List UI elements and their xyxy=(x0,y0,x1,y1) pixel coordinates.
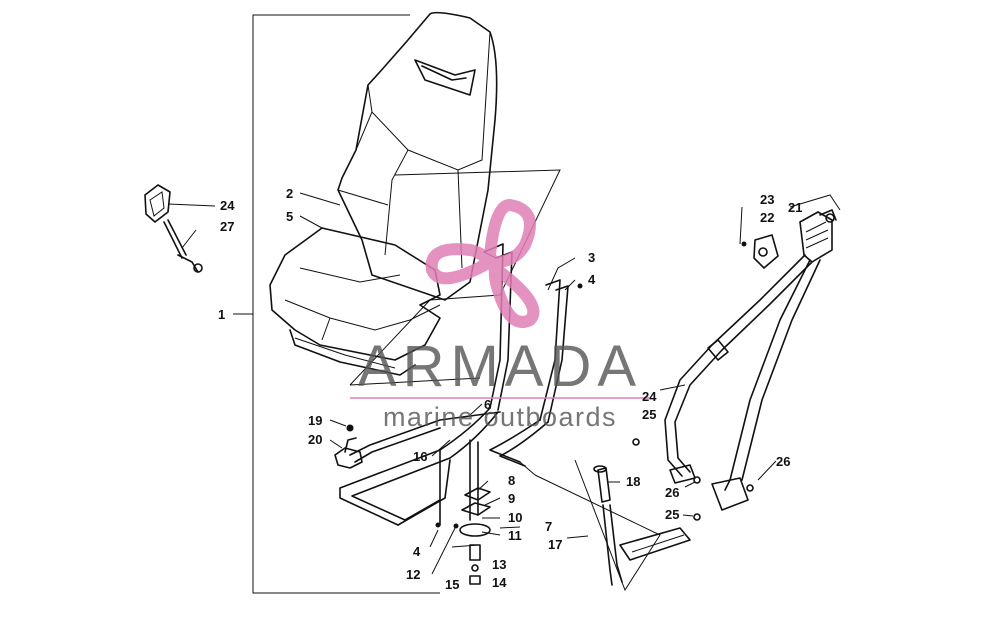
part-label: 4 xyxy=(413,544,421,559)
part-label: 26 xyxy=(776,454,790,469)
part-label: 22 xyxy=(760,210,774,225)
seat-backrest xyxy=(337,11,498,301)
foot-rest xyxy=(519,459,691,592)
part-label: 20 xyxy=(308,432,322,447)
part-label: 24 xyxy=(220,198,235,213)
part-label: 19 xyxy=(308,413,322,428)
part-label: 27 xyxy=(220,219,234,234)
part-label: 1 xyxy=(218,307,225,322)
part-label: 23 xyxy=(760,192,774,207)
bracket-19-20 xyxy=(329,419,363,469)
part-label: 21 xyxy=(788,200,802,215)
watermark-tagline: marine outboards xyxy=(383,402,617,432)
part-label: 15 xyxy=(445,577,459,592)
part-label: 18 xyxy=(626,474,640,489)
part-label: 4 xyxy=(588,272,596,287)
part-label: 12 xyxy=(406,567,420,582)
part-label: 11 xyxy=(508,528,522,543)
armada-logo-icon xyxy=(425,198,540,328)
part-label: 8 xyxy=(508,473,515,488)
part-label: 5 xyxy=(286,209,293,224)
part-label: 16 xyxy=(413,449,427,464)
part-label: 7 xyxy=(545,519,552,534)
part-label: 3 xyxy=(588,250,595,265)
part-label: 9 xyxy=(508,491,515,506)
part-label: 2 xyxy=(286,186,293,201)
part-label: 13 xyxy=(492,557,506,572)
assembly-bracket-1 xyxy=(233,14,440,594)
hardware-stack xyxy=(435,283,583,585)
part-label: 14 xyxy=(492,575,507,590)
right-seat-belt xyxy=(632,194,841,521)
seat-cushion xyxy=(269,227,441,376)
part-label: 26 xyxy=(665,485,679,500)
left-seat-belt xyxy=(144,184,216,273)
part-label: 6 xyxy=(484,397,491,412)
part-labels: 1 2 5 3 4 6 16 19 20 8 9 10 11 7 17 4 12… xyxy=(218,186,802,592)
part-label: 10 xyxy=(508,510,522,525)
watermark: ARMADA marine outboards xyxy=(350,334,650,432)
part-label: 25 xyxy=(642,407,656,422)
part-label: 24 xyxy=(642,389,657,404)
part-label: 17 xyxy=(548,537,562,552)
part-label: 25 xyxy=(665,507,679,522)
watermark-brand: ARMADA xyxy=(358,334,642,399)
